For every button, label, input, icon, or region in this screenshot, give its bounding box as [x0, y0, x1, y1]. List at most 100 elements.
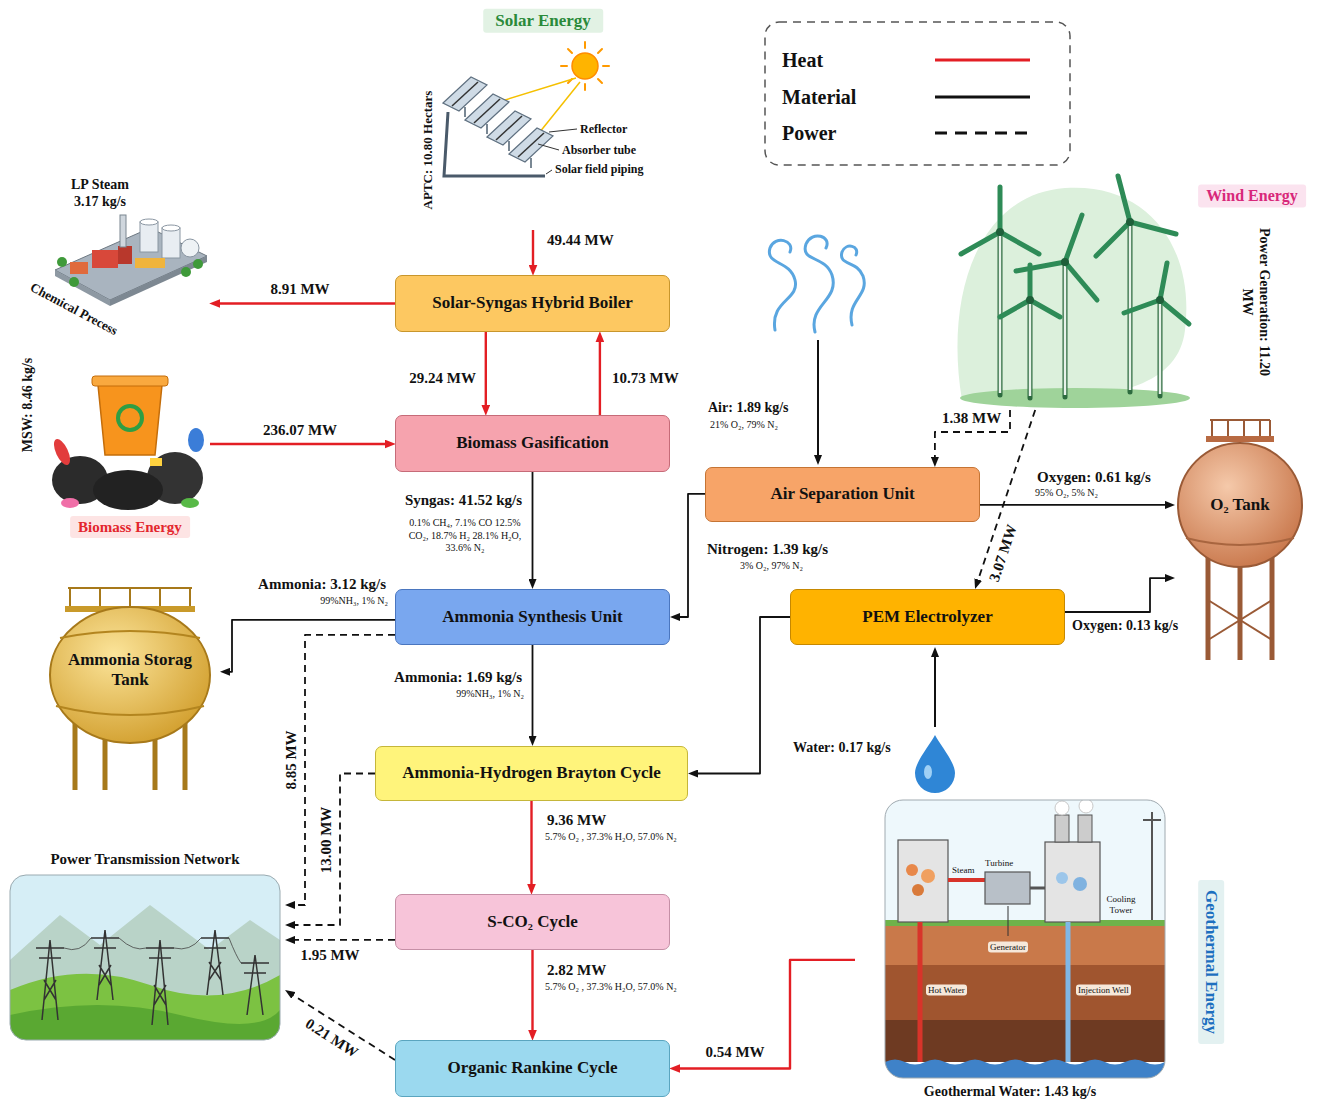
flow-annotation: 21% O₂, 79% N₂: [710, 419, 778, 431]
waste-illustration: [93, 470, 163, 510]
heat-flow: [678, 960, 855, 1069]
power-network-illustration: [36, 940, 64, 1020]
chemical-plant-illustration: [69, 277, 79, 287]
power-flow: [293, 939, 395, 941]
part-label: Turbine: [985, 858, 1013, 869]
geothermal-illustration: [912, 884, 924, 896]
solar-illustration: [546, 170, 552, 174]
flow-label: MSW: 8.46 kg/s: [20, 358, 37, 453]
area-label: APTC: 10.80 Hectars: [420, 91, 436, 210]
geothermal-illustration: [921, 869, 935, 883]
edge-label: 0.54 MW: [703, 1043, 766, 1061]
wind-illustration: [1160, 300, 1189, 324]
material-flow: [1065, 578, 1167, 612]
chemical-plant-illustration: [135, 258, 165, 268]
heat-flow: [599, 340, 601, 415]
ammonia-tank-illustration: [50, 607, 210, 743]
solar-illustration: [561, 42, 609, 90]
geothermal-illustration: [885, 800, 1165, 1078]
air-illustration: [841, 246, 864, 325]
wind-illustration: [1063, 262, 1068, 397]
solar-illustration: [530, 158, 532, 168]
biomass-source: MSW: 8.46 kg/sBiomass Energy: [15, 345, 210, 545]
flow-annotation: 0.1% CH₄, 7.1% CO 12.5% CO₂, 18.7% H₂ 28…: [406, 517, 524, 555]
legend-frame: [935, 132, 1030, 135]
wind-illustration: [1118, 176, 1130, 222]
legend-frame: [935, 59, 1030, 62]
power-network-illustration: [241, 955, 269, 1015]
solar-illustration: [568, 49, 572, 53]
edge-label: Oxygen: 0.61 kg/s: [1035, 468, 1153, 486]
chemical-plant-illustration: [181, 239, 199, 257]
heat-flow: [218, 302, 395, 304]
solar-illustration: [584, 84, 586, 90]
heat-flow: [530, 801, 532, 886]
process-box: Air Separation Unit: [705, 467, 980, 522]
edge-label: Nitrogen: 1.39 kg/s: [705, 540, 830, 558]
edge-label: 3.07 MW: [984, 520, 1021, 586]
solar-illustration: [443, 77, 553, 162]
edge-label: 10.73 MW: [610, 369, 681, 387]
process-box: Ammonia Synthesis Unit: [395, 589, 670, 645]
chemical-plant: LP Steam 3.17 kg/sChemical Precess: [15, 175, 210, 345]
air-illustration: [805, 236, 833, 332]
geothermal-illustration: [885, 925, 1165, 965]
edge-label: 1.38 MW: [940, 409, 1003, 427]
heat-flow: [210, 443, 387, 445]
power-flow: [935, 410, 1010, 459]
legend-label: Power: [782, 121, 836, 145]
water-arrow: [934, 655, 936, 727]
source-title: Wind Energy: [1198, 184, 1306, 207]
solar-illustration: [561, 65, 567, 67]
solar-illustration: [549, 129, 577, 132]
geothermal-illustration: [1045, 842, 1100, 922]
water-illustration: [915, 735, 955, 793]
power-label: Power Generation: 11.20 MW: [1238, 227, 1272, 377]
wind-farm: Wind EnergyPower Generation: 11.20 MW: [955, 180, 1305, 410]
wind-illustration: [1065, 215, 1082, 262]
source-title: Solar Energy: [483, 9, 603, 33]
geothermal-illustration: [1151, 812, 1153, 920]
tank-label: Ammonia Storag Tank: [64, 650, 196, 691]
legend-frame: [935, 96, 1030, 99]
solar-field: Solar EnergyAPTC: 10.80 HectarsReflector…: [415, 5, 665, 230]
material-flow: [678, 494, 705, 617]
source-title: Geothermal Energy: [1198, 880, 1224, 1044]
chemical-plant-illustration: [120, 215, 126, 247]
waste-illustration: [118, 406, 142, 430]
wind-illustration: [1064, 266, 1067, 395]
box-label: Solar-Syngas Hybrid Boiler: [432, 293, 633, 313]
edge-label: Syngas: 41.52 kg/s: [403, 491, 524, 509]
heat-flow: [532, 230, 534, 267]
part-label: Absorber tube: [562, 143, 636, 157]
box-label: Ammonia Synthesis Unit: [442, 607, 622, 627]
wind-illustration: [957, 176, 1190, 408]
solar-illustration: [486, 124, 488, 134]
flow-annotation: 5.7% O₂ , 37.3% H₂O, 57.0% N₂: [545, 831, 677, 843]
geothermal-illustration: [1143, 819, 1161, 821]
power-network-illustration: [146, 940, 174, 1025]
wind-illustration: [1016, 262, 1065, 271]
edge-label: 9.36 MW: [545, 811, 608, 829]
solar-illustration: [538, 144, 559, 150]
air-illustration: [769, 236, 864, 332]
air-arrow: [817, 340, 819, 457]
geothermal-illustration: [1055, 815, 1069, 842]
wind-illustration: [1159, 304, 1162, 394]
oxygen-tank-illustration: [1208, 600, 1272, 640]
box-label: Biomass Gasification: [456, 433, 609, 453]
process-box: Solar-Syngas Hybrid Boiler: [395, 275, 670, 332]
geothermal-illustration: [906, 864, 918, 876]
edge-label: Ammonia: 1.69 kg/s: [392, 668, 524, 686]
power-network-illustration: [10, 1005, 280, 1040]
oxygen-tank-illustration: [1206, 436, 1274, 442]
solar-illustration: [452, 82, 544, 157]
air-illustration: [769, 240, 795, 330]
wind-illustration: [1096, 222, 1130, 256]
wind-illustration: [1126, 218, 1134, 226]
material-flow: [532, 645, 534, 738]
power-network-illustration: [10, 875, 280, 1040]
part-label: Injection Well: [1076, 985, 1131, 996]
material-flow: [696, 617, 790, 774]
